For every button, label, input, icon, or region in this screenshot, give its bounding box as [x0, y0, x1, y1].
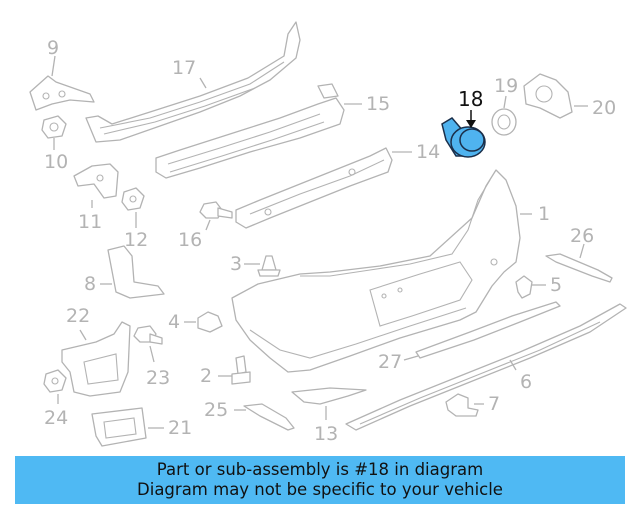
callout-24: 24: [44, 407, 68, 429]
part-5-reflector: [515, 275, 546, 299]
callout-26: 26: [570, 225, 594, 247]
part-26-strip: [545, 243, 613, 283]
part-23-bolt: [133, 325, 163, 363]
callout-15: 15: [366, 93, 390, 115]
part-18-parking-sensor: [441, 110, 486, 158]
callout-10: 10: [44, 151, 68, 173]
part-14-lower-beam: [235, 147, 412, 229]
callout-5: 5: [550, 274, 562, 296]
parts-diagram: 17 9 10 15 14 11: [29, 21, 627, 447]
part-13-trim: [291, 387, 367, 420]
callout-17: 17: [172, 57, 196, 79]
part-16-bolt: [199, 201, 233, 231]
part-11-bracket: [73, 163, 119, 208]
part-1-bumper-cover: [231, 169, 532, 373]
part-17-absorber: [85, 21, 301, 143]
part-10-clip: [41, 115, 67, 150]
part-3-clip: [244, 255, 281, 277]
callout-7: 7: [488, 393, 500, 415]
callout-19: 19: [494, 75, 518, 97]
part-25-strip: [234, 403, 295, 431]
part-21-plate: [91, 407, 164, 447]
part-2-bolt: [218, 355, 251, 385]
part-20-bracket: [523, 73, 588, 119]
part-27-strip: [403, 301, 561, 361]
callout-6: 6: [520, 371, 532, 393]
callout-11: 11: [78, 211, 102, 233]
part-8-bracket: [100, 245, 165, 299]
callout-2: 2: [200, 365, 212, 387]
banner-line-1: Part or sub-assembly is #18 in diagram: [156, 460, 484, 479]
callout-23: 23: [146, 367, 170, 389]
callout-3: 3: [230, 253, 242, 275]
callout-12: 12: [124, 229, 148, 251]
part-24-nut: [43, 369, 67, 404]
part-9-bracket: [29, 55, 95, 111]
callout-4: 4: [168, 311, 180, 333]
part-15-beam: [155, 83, 362, 179]
part-7-bracket: [445, 393, 484, 417]
part-19-ring: [491, 95, 517, 136]
part-6-diffuser: [345, 303, 627, 431]
part-22-bracket: [61, 321, 131, 397]
info-banner: Part or sub-assembly is #18 in diagram D…: [15, 456, 625, 504]
callout-18: 18: [458, 87, 483, 111]
callout-27: 27: [378, 351, 402, 373]
callout-14: 14: [416, 141, 440, 163]
callout-21: 21: [168, 417, 192, 439]
callout-8: 8: [84, 273, 96, 295]
callout-9: 9: [47, 37, 59, 59]
callout-22: 22: [66, 305, 90, 327]
callout-13: 13: [314, 423, 338, 445]
callout-20: 20: [592, 97, 616, 119]
banner-line-2: Diagram may not be specific to your vehi…: [137, 480, 503, 499]
part-4-retainer: [184, 311, 223, 333]
callout-1: 1: [538, 203, 550, 225]
callout-25: 25: [204, 399, 228, 421]
part-12-nut: [121, 187, 145, 228]
callout-16: 16: [178, 229, 202, 251]
